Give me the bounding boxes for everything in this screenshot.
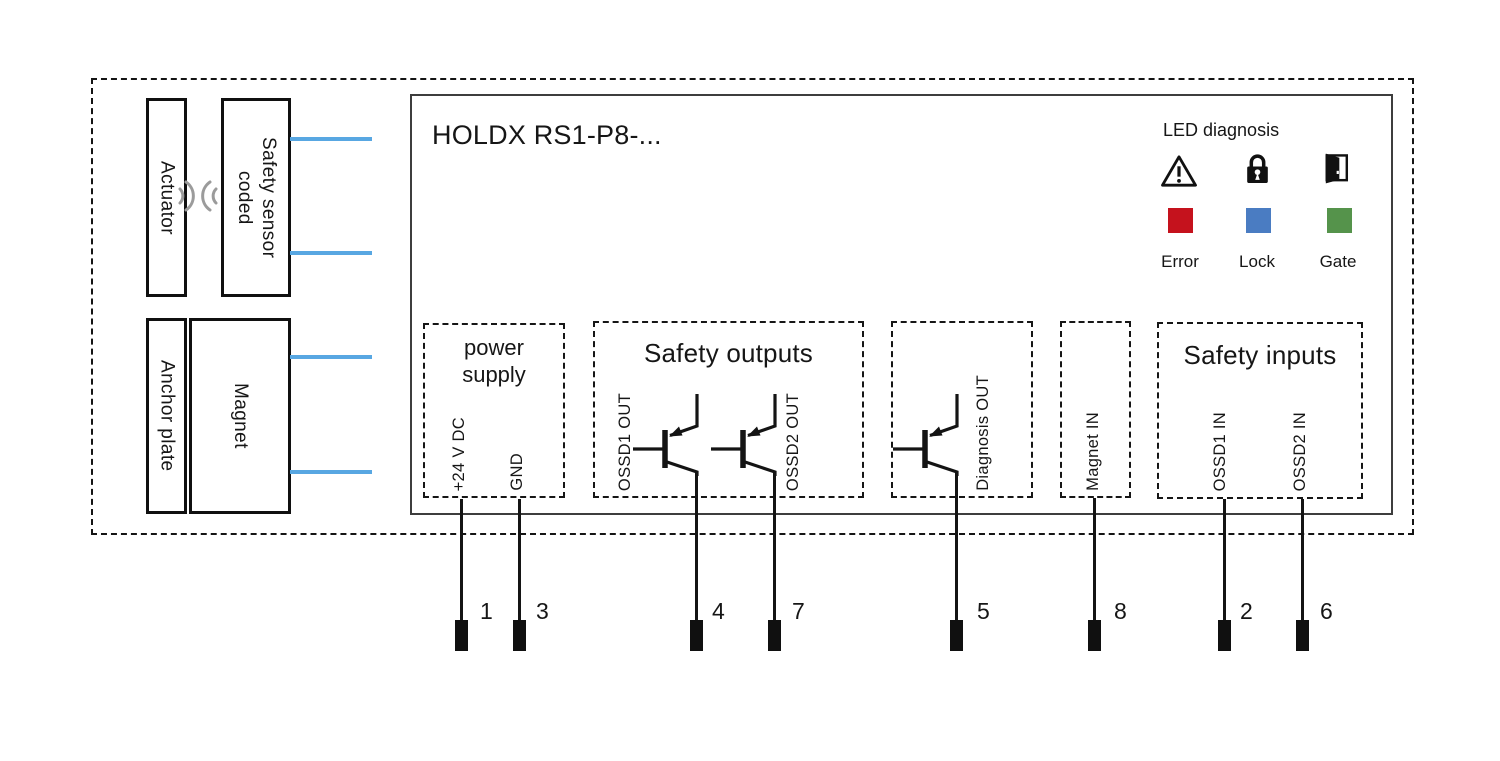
connector-pin-7: [768, 620, 781, 651]
magnet-wire-1: [290, 355, 372, 359]
sensor-wire-1: [290, 137, 372, 141]
pin-label-magnet-in: Magnet IN: [1084, 412, 1102, 491]
connector-pin-6: [1296, 620, 1309, 651]
pin-number-8: 8: [1114, 598, 1127, 624]
connector-pin-2: [1218, 620, 1231, 651]
connector-pin-8: [1088, 620, 1101, 651]
error-led-label: Error: [1161, 252, 1199, 271]
actuator-box: Actuator: [146, 98, 187, 297]
safety-outputs-title: Safety outputs: [643, 338, 814, 368]
anchor-plate-label: Anchor plate: [156, 360, 178, 472]
wire-pin-5: [955, 472, 958, 623]
pin-number-7: 7: [792, 598, 805, 624]
safety-sensor-box: Safety sensor coded: [221, 98, 291, 297]
connector-pin-5: [950, 620, 963, 651]
sensor-wire-2: [290, 251, 372, 255]
magnet-in-box: [1060, 321, 1131, 498]
safety-sensor-label: Safety sensor coded: [234, 136, 279, 259]
power-supply-title: power supply: [462, 335, 526, 387]
pin-label-ossd2-out: OSSD2 OUT: [784, 392, 802, 491]
safety-inputs-box: [1157, 322, 1363, 499]
wire-pin-6: [1301, 499, 1304, 623]
pin-label-diagnosis-out: Diagnosis OUT: [974, 375, 992, 491]
warning-icon: [1161, 155, 1197, 187]
wire-pin-7: [773, 472, 776, 623]
magnet-label: Magnet: [230, 383, 251, 449]
lock-icon: [1247, 154, 1268, 183]
safety-outputs-box: [593, 321, 864, 498]
pin-number-1: 1: [480, 598, 493, 624]
pin-number-3: 3: [536, 598, 549, 624]
connector-pin-4: [690, 620, 703, 651]
pin-number-4: 4: [712, 598, 725, 624]
lock-led: [1246, 208, 1271, 233]
transistor-ossd2-icon: [711, 394, 777, 476]
pin-label-ossd1-in: OSSD1 IN: [1211, 411, 1229, 491]
magnet-box: Magnet: [189, 318, 291, 514]
pin-number-6: 6: [1320, 598, 1333, 624]
pin-label-ossd2-in: OSSD2 IN: [1291, 411, 1309, 491]
device-title: HOLDX RS1-P8-...: [432, 120, 662, 150]
pin-number-2: 2: [1240, 598, 1253, 624]
device-box: [410, 94, 1393, 515]
led-diagnosis-title: LED diagnosis: [1163, 120, 1280, 140]
magnet-wire-2: [290, 470, 372, 474]
wire-pin-3: [518, 499, 521, 623]
wire-pin-8: [1093, 498, 1096, 623]
power-supply-box: [423, 323, 565, 498]
connector-pin-1: [455, 620, 468, 651]
door-icon: [1325, 153, 1349, 184]
pin-number-5: 5: [977, 598, 990, 624]
gate-led-label: Gate: [1319, 252, 1357, 271]
wireless-signal-icon: [178, 180, 218, 212]
gate-led: [1327, 208, 1352, 233]
anchor-plate-box: Anchor plate: [146, 318, 187, 514]
wire-pin-1: [460, 499, 463, 623]
outer-dashed-border: [91, 78, 1414, 535]
diagnosis-out-box: [891, 321, 1033, 498]
actuator-label: Actuator: [156, 160, 178, 235]
wire-pin-2: [1223, 499, 1226, 623]
transistor-ossd1-icon: [633, 394, 699, 476]
wire-pin-4: [695, 472, 698, 623]
transistor-diagnosis-icon: [893, 394, 959, 476]
lock-led-label: Lock: [1239, 252, 1275, 271]
connector-pin-3: [513, 620, 526, 651]
pin-label-gnd: GND: [508, 453, 526, 491]
error-led: [1168, 208, 1193, 233]
pin-label-24vdc: +24 V DC: [450, 416, 468, 491]
safety-inputs-title: Safety inputs: [1183, 340, 1337, 370]
